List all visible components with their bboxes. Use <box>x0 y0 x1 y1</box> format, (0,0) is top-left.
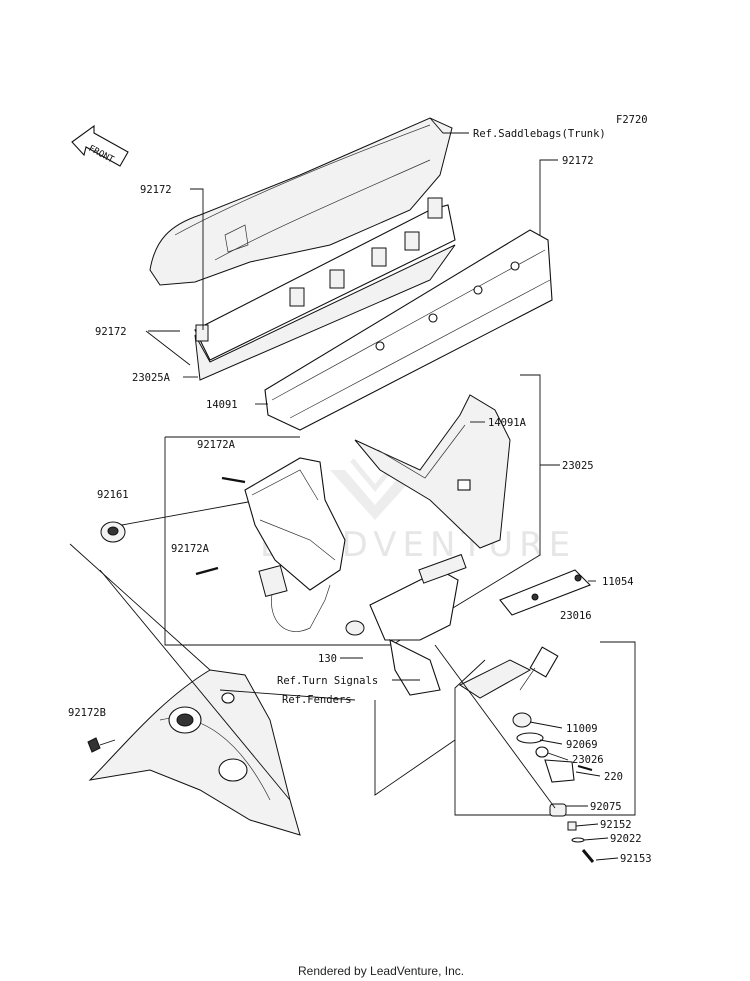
label-92161: 92161 <box>97 489 129 501</box>
assembly-box-23016 <box>454 641 636 816</box>
footer-credit: Rendered by LeadVenture, Inc. <box>298 964 464 978</box>
screw-92172A-2 <box>195 566 219 576</box>
screw-92172B <box>87 737 101 753</box>
trunk-lower-panel <box>194 197 456 381</box>
assembly-box-23025 <box>164 374 541 646</box>
grommet-92161 <box>100 521 126 543</box>
label-23026: 23026 <box>572 754 604 766</box>
leader-lines <box>69 117 619 861</box>
label-92172A-2: 92172A <box>171 543 210 555</box>
label-23025: 23025 <box>562 460 594 472</box>
rear-fender <box>88 669 301 836</box>
label-11009: 11009 <box>566 723 598 735</box>
label-92172-top-right: 92172 <box>562 155 594 167</box>
label-92172-mid-left: 92172 <box>95 326 127 338</box>
label-220: 220 <box>604 771 623 783</box>
diagram-code: F2720 <box>616 114 648 126</box>
tail-lens-cover <box>354 394 511 549</box>
license-light-parts <box>458 646 593 783</box>
label-130: 130 <box>318 653 337 665</box>
mount-bracket <box>345 553 467 696</box>
label-11054: 11054 <box>602 576 634 588</box>
label-92172B: 92172B <box>68 707 106 719</box>
label-ref-turn-signals: Ref.Turn Signals <box>277 675 378 687</box>
mounting-tabs <box>195 197 443 342</box>
front-arrow-icon: FRONT <box>71 124 129 167</box>
label-23025A: 23025A <box>132 372 171 384</box>
label-14091A: 14091A <box>488 417 527 429</box>
rear-trim-bar <box>264 229 553 431</box>
tail-light-housing <box>244 457 346 632</box>
screw-92172A-1 <box>221 476 246 484</box>
label-ref-saddlebags: Ref.Saddlebags(Trunk) <box>473 128 606 140</box>
label-92172-top-left: 92172 <box>140 184 172 196</box>
label-92172A-1: 92172A <box>197 439 236 451</box>
label-23016: 23016 <box>560 610 592 622</box>
saddlebag-trunk <box>149 117 453 286</box>
label-92069: 92069 <box>566 739 598 751</box>
label-92152: 92152 <box>600 819 632 831</box>
label-ref-fenders: Ref.Fenders <box>282 694 352 706</box>
license-plate-bracket <box>499 569 591 616</box>
label-92153: 92153 <box>620 853 652 865</box>
label-14091: 14091 <box>206 399 238 411</box>
lower-hardware <box>549 803 595 863</box>
label-92075: 92075 <box>590 801 622 813</box>
label-92022: 92022 <box>610 833 642 845</box>
